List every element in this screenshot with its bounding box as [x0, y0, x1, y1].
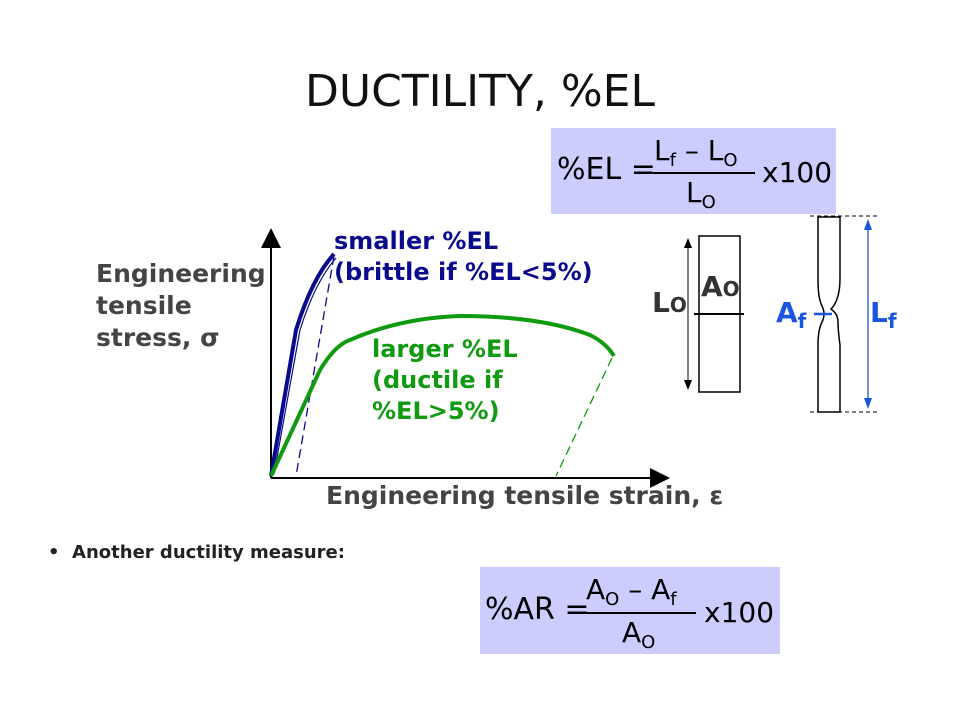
y-axis-label: Engineering tensile stress, σ [96, 259, 266, 352]
ar-fraction-line [584, 612, 696, 614]
ar-formula: %AR = [485, 592, 590, 627]
af-label: Af [776, 296, 807, 333]
ar-formula-numerator: AO – Af [586, 573, 677, 610]
brittle-curve [269, 252, 336, 477]
ductile-curve [269, 313, 616, 477]
el-fraction-line [653, 172, 755, 174]
ductile-label: larger %EL (ductile if %EL>5%) [372, 335, 518, 425]
el-formula-multiplier: x100 [762, 156, 833, 189]
ar-formula-box [480, 567, 780, 654]
el-formula-denominator: LO [686, 176, 716, 213]
ar-formula-multiplier: x100 [704, 596, 775, 629]
ar-formula-lhs: %AR = [485, 592, 590, 627]
bullet-another-measure: • Another ductility measure: [48, 542, 345, 563]
ao-label: AO [701, 270, 740, 303]
el-formula-numerator: Lf – LO [654, 134, 738, 171]
x-axis-label: Engineering tensile strain, ε [326, 481, 724, 510]
ductile-unload-line [555, 357, 613, 477]
page-title: DUCTILITY, %EL [304, 66, 655, 117]
el-formula-lhs: %EL = [557, 152, 656, 187]
brittle-curve-outline [273, 257, 337, 475]
bullet-dot: • [48, 542, 73, 563]
ar-formula-denominator: AO [622, 616, 656, 653]
lf-label: Lf [870, 296, 897, 333]
brittle-label: smaller %EL (brittle if %EL<5%) [334, 227, 593, 286]
el-formula-box [551, 128, 836, 214]
lo-label: LO [652, 286, 687, 319]
el-formula: %EL = [557, 152, 656, 187]
brittle-unload-line [295, 255, 335, 477]
